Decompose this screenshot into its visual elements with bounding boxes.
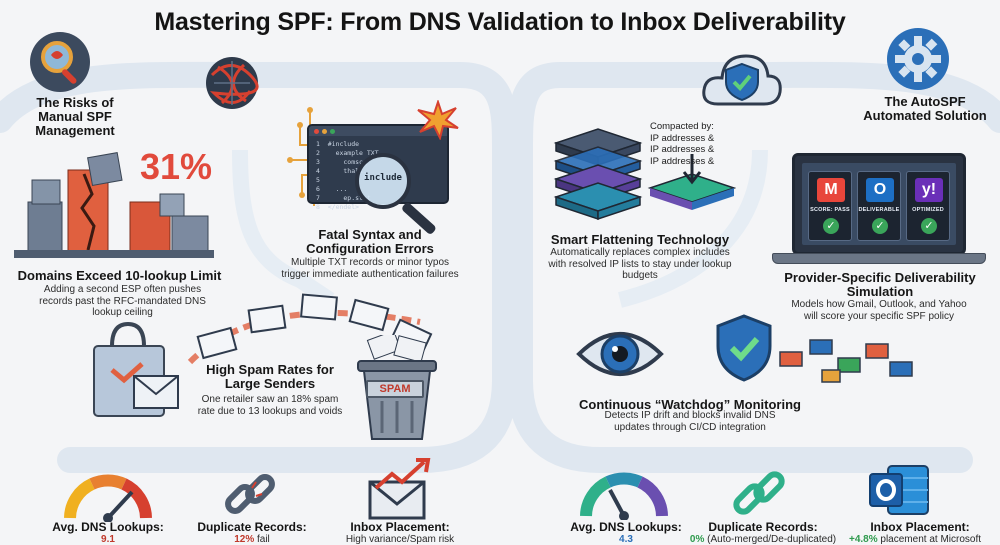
- outlook-card: O DELIVERABLE ✓: [857, 171, 901, 241]
- shield-check-icon: [716, 314, 772, 382]
- left-duplicates-number: 12%: [234, 534, 255, 545]
- left-metric-duplicates-label: Duplicate Records:: [197, 520, 307, 534]
- right-metric-lookups-value: 4.3: [619, 534, 633, 545]
- lookup-limit-title: Domains Exceed 10-lookup Limit: [17, 268, 222, 283]
- check-icon: ✓: [872, 218, 888, 234]
- providers-desc: Models how Gmail, Outlook, and Yahoo wil…: [791, 299, 967, 322]
- flattening-title: Smart Flattening Technology: [550, 232, 730, 247]
- gear-icon: [887, 28, 949, 90]
- gauge-low-icon: [580, 472, 668, 520]
- check-icon: ✓: [823, 218, 839, 234]
- left-metric-duplicates-value: 12% fail: [182, 534, 322, 545]
- explosion-icon: [417, 100, 459, 140]
- section-title-risks: The Risks of Manual SPF Management: [35, 95, 115, 138]
- cloud-shield-icon: [702, 54, 782, 106]
- magnifier-bug-icon: [30, 32, 90, 92]
- eye-icon: [576, 332, 664, 376]
- left-metric-lookups-value: 9.1: [101, 534, 115, 545]
- laptop-base: [772, 253, 986, 264]
- stat-31-percent: 31%: [140, 146, 213, 187]
- tangled-globe-icon: [206, 57, 259, 109]
- compacted-line-1: Compacted by:: [650, 121, 714, 132]
- outlook-card-label: DELIVERABLE: [858, 207, 900, 213]
- outlook-icon: O: [866, 178, 894, 202]
- code-window: 1 #include 2 example TXT 3 comscq 4 thal…: [307, 124, 449, 211]
- right-duplicates-suffix: (Auto-merged/De-duplicated): [704, 534, 837, 545]
- check-icon: ✓: [921, 218, 937, 234]
- spam-rates-title: High Spam Rates for Large Senders: [206, 362, 334, 391]
- spam-label: SPAM: [366, 380, 424, 398]
- left-metric-inbox-value: High variance/Spam risk: [345, 534, 455, 545]
- left-duplicates-suffix: fail: [254, 534, 270, 545]
- gmail-card-label: SCORE: PASS: [810, 207, 850, 213]
- page-title: Mastering SPF: From DNS Validation to In…: [154, 8, 846, 36]
- watchdog-title: Continuous “Watchdog” Monitoring: [579, 397, 801, 412]
- yahoo-icon: y!: [915, 178, 943, 202]
- section-title-solution: The AutoSPF Automated Solution: [863, 94, 987, 123]
- laptop-screen: M SCORE: PASS ✓ O DELIVERABLE ✓ y! OPTIM…: [792, 153, 966, 255]
- gmail-card: M SCORE: PASS ✓: [808, 171, 852, 241]
- chain-link-icon: [733, 471, 785, 515]
- right-inbox-number: +4.8%: [848, 534, 878, 545]
- right-metric-inbox-label: Inbox Placement:: [870, 520, 970, 534]
- right-metric-lookups-label: Avg. DNS Lookups:: [570, 520, 682, 534]
- gauge-high-icon: [64, 474, 152, 522]
- yahoo-card: y! OPTIMIZED ✓: [906, 171, 950, 241]
- outlook-icon: [869, 465, 929, 515]
- right-duplicates-number: 0%: [689, 534, 705, 545]
- magnifier-icon: include: [355, 153, 411, 209]
- envelope-arrow-icon: [368, 458, 431, 520]
- syntax-errors-desc: Multiple TXT records or minor typos trig…: [281, 257, 459, 280]
- right-metric-inbox-value: +4.8% placement at Microsoft: [830, 534, 1000, 545]
- left-metric-lookups-label: Avg. DNS Lookups:: [52, 520, 164, 534]
- flattening-desc: Automatically replaces complex includes …: [548, 247, 732, 281]
- yahoo-card-label: OPTIMIZED: [912, 207, 944, 213]
- code-snippet: 1 #include 2 example TXT 3 comscq 4 thal…: [316, 140, 379, 211]
- left-metric-inbox-label: Inbox Placement:: [350, 520, 450, 534]
- compacted-line-2: IP addresses &: [650, 132, 715, 144]
- broken-blocks-illustration: [14, 152, 214, 258]
- compacted-line-3: IP addresses &: [650, 144, 715, 155]
- spam-rates-desc: One retailer saw an 18% spam rate due to…: [197, 394, 343, 417]
- broken-chain-icon: [225, 474, 275, 514]
- flattened-layer-illustration: [647, 154, 736, 210]
- envelope-stream-illustration: [779, 339, 913, 383]
- lookup-limit-desc: Adding a second ESP often pushes records…: [39, 284, 206, 318]
- providers-title: Provider-Specific Deliverability Simulat…: [784, 270, 976, 299]
- shopping-bag-icon: [93, 321, 179, 417]
- lens-label: include: [364, 173, 402, 183]
- right-inbox-suffix: placement at Microsoft: [877, 534, 981, 545]
- gmail-icon: M: [817, 178, 845, 202]
- syntax-errors-title: Fatal Syntax and Configuration Errors: [306, 227, 434, 256]
- compacted-text: Compacted by: IP addresses & IP addresse…: [650, 121, 760, 167]
- right-metric-duplicates-value: 0% (Auto-merged/De-duplicated): [668, 534, 858, 545]
- right-metric-duplicates-label: Duplicate Records:: [708, 520, 818, 534]
- flying-envelopes-illustration: [187, 293, 433, 365]
- watchdog-desc: Detects IP drift and blocks invalid DNS …: [604, 410, 776, 433]
- layer-stack-illustration: [553, 128, 643, 221]
- compacted-line-4: IP addresses &: [650, 155, 715, 167]
